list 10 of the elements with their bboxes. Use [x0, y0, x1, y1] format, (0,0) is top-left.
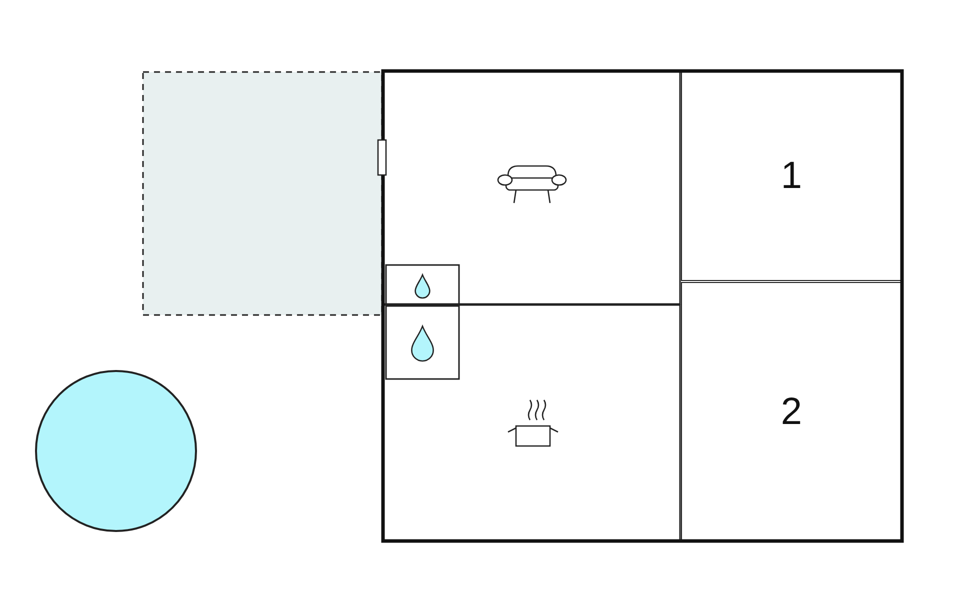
bathroom-area — [385, 305, 460, 380]
room — [382, 304, 681, 542]
bathroom-area — [385, 264, 460, 305]
pool — [35, 370, 197, 532]
terrace-area — [142, 71, 383, 316]
room — [681, 282, 902, 541]
room — [681, 71, 902, 281]
room — [382, 70, 681, 305]
room-number: 2 — [780, 392, 802, 430]
room-number: 1 — [780, 157, 802, 195]
